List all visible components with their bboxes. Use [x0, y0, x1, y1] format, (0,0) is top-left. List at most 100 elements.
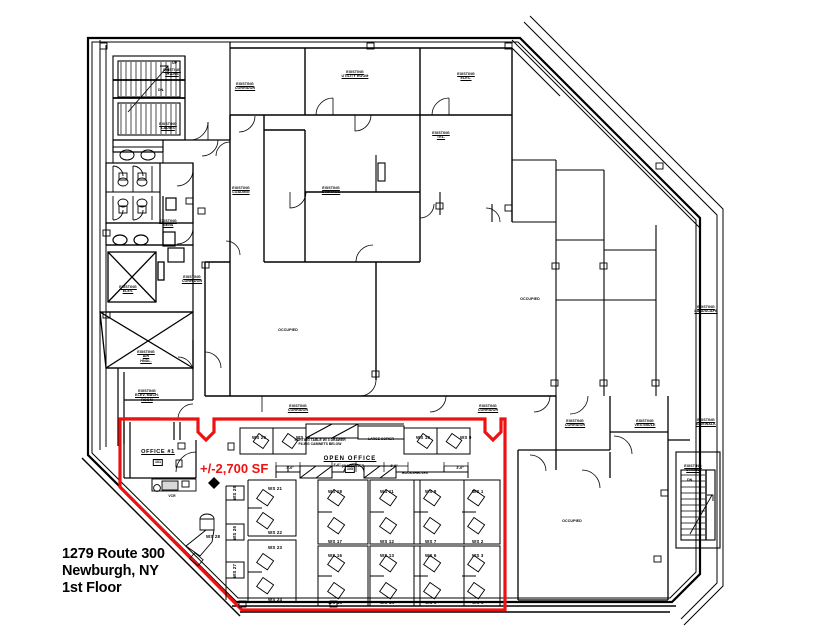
room-label-existing-sidewalk: EXISTING SIDEWALK — [696, 418, 716, 427]
room-label-existing-corridor-nw: EXISTING CORRIDOR — [181, 275, 203, 284]
workstation-label-ws-19: WS 19 — [296, 435, 311, 440]
workstation-label-ws-9: WS 9 — [460, 435, 472, 440]
building-outline-inner — [91, 41, 697, 599]
dimension-dim-1: 3'-6" — [286, 466, 294, 470]
ws9-chair — [445, 432, 463, 450]
workstation-label-ws-8: WS 8 — [425, 489, 437, 494]
workstation-label-ws-22: WS 22 — [268, 530, 283, 535]
west-exterior-wall — [99, 40, 107, 450]
door-swings-mech — [177, 356, 194, 420]
southeast-doors — [529, 395, 633, 489]
stair-up-nw: UP — [172, 61, 177, 65]
stair-dn-nw: DN. — [158, 88, 165, 92]
workstation-label-ws-26: WS 26 — [232, 525, 237, 540]
ws-left-column — [225, 485, 245, 600]
plan-diamond-marker — [208, 477, 220, 489]
dimension-ticks — [275, 462, 469, 472]
workstation-label-ws-28: WS 28 — [206, 534, 221, 539]
ws-pod-a-chairs — [256, 488, 275, 595]
ws-pod-e-chairs — [467, 488, 486, 600]
room-label-occupied-southeast: OCCUPIED — [562, 519, 582, 523]
office-1-door — [175, 451, 197, 473]
workstation-label-ws-21: WS 21 — [268, 486, 283, 491]
toilet-stalls-upper — [106, 165, 160, 193]
room-label-occupied-east: OCCUPIED — [520, 297, 540, 301]
ws-pod-top-right — [403, 427, 471, 455]
address-line-2: Newburgh, NY — [62, 563, 159, 579]
office-1-walls — [123, 422, 197, 479]
door-swings-restrooms — [176, 169, 194, 245]
workstation-label-ws-6: WS 6 — [425, 553, 437, 558]
workstation-label-ws-13: WS 13 — [380, 553, 395, 558]
room-label-existing-corridor-s1: EXISTING CORRIDOR — [287, 404, 309, 413]
ws-pod-d-chairs — [423, 488, 442, 600]
mens-room — [105, 196, 194, 246]
stair-treads-nw — [113, 62, 185, 134]
central-partitions — [375, 47, 657, 396]
toilet-stalls-lower — [112, 196, 153, 221]
room-label-existing-landscape: EXISTING LANDSCAPE — [694, 305, 718, 314]
workstation-label-ws-25: WS 25 — [232, 485, 237, 500]
north-door-swings — [215, 97, 501, 263]
storage-run — [275, 463, 469, 479]
workstation-label-ws-10: WS 10 — [416, 435, 431, 440]
room-label-existing-elev: EXISTING ELEV. — [119, 285, 137, 294]
occupied-doors — [204, 351, 551, 413]
room-label-existing-mens: EXISTING MENS — [159, 219, 177, 228]
area-callout: +/-2,700 SF — [200, 461, 269, 476]
dimension-dim-3: 3'-6" — [390, 464, 398, 468]
stair-treads-se — [681, 470, 707, 540]
ws-pod-a — [247, 479, 297, 603]
workstation-label-ws-12: WS 12 — [380, 539, 395, 544]
ws-pod-c-chairs — [379, 488, 398, 600]
room-label-existing-corridor-n: EXISTING CORRIDOR — [234, 82, 256, 91]
southeast-rooms — [517, 396, 690, 601]
workstation-label-ws-5: WS 5 — [425, 600, 437, 605]
workstation-label-ws-24: WS 24 — [268, 597, 283, 602]
dimension-dim-4: 3'-6" — [456, 466, 464, 470]
open-office-room-tag: 105 — [344, 466, 356, 473]
workstation-label-ws-1: WS 1 — [472, 489, 484, 494]
stair-arrow-se — [689, 494, 714, 535]
annotation-vcr-note: VCR — [168, 494, 176, 498]
lavatory-fixtures-nw — [112, 146, 164, 164]
annotation-four-drawer-note: (2)4 DRAWER — [341, 464, 365, 468]
stair-arrow-nw — [127, 65, 169, 113]
workstation-label-ws-14: WS 14 — [380, 600, 395, 605]
room-label-existing-ladies: EXISTING LADIES — [159, 122, 177, 131]
ne-angled-wall — [511, 15, 724, 626]
workstation-label-ws-17: WS 17 — [328, 539, 343, 544]
occupied-west-area — [204, 261, 556, 397]
annotation-bookshelves-note: BOOKSHELVES — [402, 471, 428, 475]
workstation-label-ws-20: WS 20 — [252, 435, 267, 440]
office-1-furniture — [151, 478, 197, 492]
office-1-room-tag: 101 — [152, 459, 164, 466]
room-label-existing-utility-room: EXISTING UTILITY ROOM — [341, 70, 369, 79]
room-label-existing-storage: EXISTING STORAGE — [321, 186, 341, 195]
room-label-existing-vestibule: EXISTING VESTIBULE — [634, 419, 656, 428]
annotation-large-copier-note: LARGE COPIER — [368, 437, 394, 441]
room-label-existing-loading: EXISTING LOADING — [232, 186, 250, 195]
door-swings-nw — [189, 121, 219, 157]
room-label-existing-air-hndl: EXISTING AIR HNDL. — [137, 350, 155, 363]
elevator — [107, 251, 165, 303]
address-line-3: 1st Floor — [62, 580, 122, 596]
wall-markers — [99, 42, 669, 563]
ws-pod-e — [462, 479, 501, 607]
workstation-label-ws-18: WS 18 — [328, 489, 343, 494]
open-office-label: OPEN OFFICE — [323, 456, 377, 462]
room-label-existing-stairs-nw: EXISTING STAIRS — [163, 68, 181, 77]
ladies-room — [105, 162, 194, 224]
workstation-label-ws-15: WS 15 — [328, 600, 343, 605]
workstation-label-ws-2: WS 2 — [472, 539, 484, 544]
room-label-existing-stairs-se: EXISTING STAIRS — [684, 464, 702, 473]
workstation-label-ws-16: WS 16 — [328, 553, 343, 558]
dimension-dim-2: 3'-6" — [333, 463, 341, 467]
ws-pod-b-chairs — [327, 488, 346, 600]
workstation-label-ws-27: WS 27 — [232, 563, 237, 578]
room-label-existing-corridor-se: EXISTING CORRIDOR — [564, 419, 586, 428]
ws28-chair — [189, 552, 204, 567]
workstation-label-ws-11: WS 11 — [380, 489, 394, 494]
